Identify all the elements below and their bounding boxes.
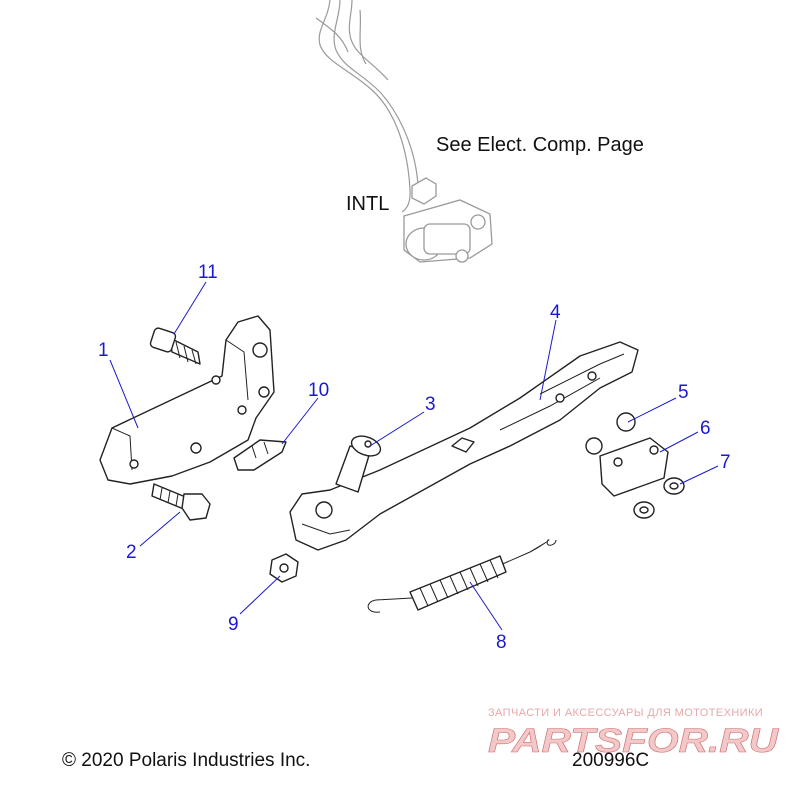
intl-switch-harness [315, 0, 493, 263]
watermark: ЗАПЧАСТИ И АКСЕССУАРЫ ДЛЯ МОТОТЕХНИКИ PA… [488, 707, 780, 760]
callout-9: 9 [228, 614, 239, 635]
part-8-spring [367, 539, 557, 613]
leader-9 [239, 575, 281, 615]
callout-3: 3 [425, 394, 436, 415]
callout-6: 6 [700, 418, 711, 439]
leader-4 [539, 319, 557, 401]
leader-1 [109, 359, 139, 429]
leader-5 [627, 397, 677, 423]
copyright-text: © 2020 Polaris Industries Inc. [62, 750, 310, 771]
part-1-bracket [99, 315, 275, 485]
leader-lines [109, 281, 719, 631]
figure-id: 200996C [572, 750, 649, 771]
part-10-clip [233, 439, 287, 471]
part-6-plate [599, 437, 669, 497]
callout-2: 2 [126, 542, 137, 563]
watermark-tagline: ЗАПЧАСТИ И АКСЕССУАРЫ ДЛЯ МОТОТЕХНИКИ [488, 707, 763, 719]
note-intl: INTL [346, 193, 389, 215]
part-5-ball-studs [585, 412, 636, 455]
leader-7 [679, 465, 719, 485]
leader-6 [659, 431, 699, 453]
callout-7: 7 [720, 452, 731, 473]
callout-labels: 1 2 3 4 5 6 7 8 9 10 11 [98, 262, 731, 653]
callout-8: 8 [496, 632, 507, 653]
part-3-pivot-pin [335, 435, 382, 493]
leader-8 [469, 581, 503, 631]
leader-3 [369, 411, 425, 447]
leader-10 [281, 397, 319, 445]
leader-11 [173, 281, 207, 335]
note-elect-comp: See Elect. Comp. Page [436, 134, 644, 156]
callout-4: 4 [550, 302, 561, 323]
watermark-logo: PARTSFOR.RU [488, 722, 780, 760]
part-9-nut [269, 553, 299, 583]
callout-10: 10 [308, 380, 329, 401]
part-4-kickstand [289, 341, 639, 551]
callout-11: 11 [198, 262, 218, 283]
leader-2 [139, 511, 181, 547]
part-2-bolt [151, 483, 211, 521]
callout-1: 1 [98, 340, 109, 361]
part-11-bolt [149, 327, 201, 365]
callout-5: 5 [678, 382, 689, 403]
part-7-washers [633, 477, 685, 519]
